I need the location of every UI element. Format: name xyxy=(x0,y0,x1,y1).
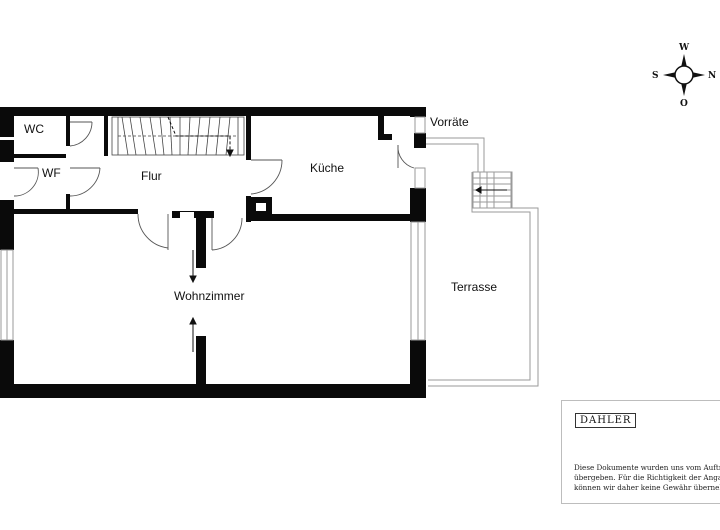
disclaimer-line-1: Diese Dokumente wurden uns vom Auftragge… xyxy=(574,463,720,472)
disclaimer-line-2: übergeben. Für die Richtigkeit der Angab… xyxy=(574,473,720,482)
living-room-arrows xyxy=(189,250,197,352)
shaft xyxy=(180,197,272,218)
room-label-terrasse: Terrasse xyxy=(451,280,497,294)
terrace-stair-arrow xyxy=(475,186,507,194)
interior-walls xyxy=(14,116,410,386)
room-label-wohnzimmer: Wohnzimmer xyxy=(174,289,244,303)
brand-logo: DAHLER xyxy=(575,413,637,428)
compass-west-label: W xyxy=(678,43,690,53)
staircase-arrow xyxy=(167,116,234,158)
disclaimer-line-3: können wir daher keine Gewähr übernehmen… xyxy=(574,483,720,492)
room-label-wf: WF xyxy=(42,166,61,180)
windows xyxy=(0,116,426,341)
room-label-wc: WC xyxy=(24,122,44,136)
compass-south-label: S xyxy=(652,71,659,81)
compass-east-label: O xyxy=(680,99,688,109)
disclaimer-box: DAHLER Diese Dokumente wurden uns vom Au… xyxy=(561,400,720,504)
room-label-kueche: Küche xyxy=(310,161,344,175)
terrace-outline xyxy=(426,137,539,387)
compass-north-label: N xyxy=(708,71,716,81)
room-label-vorraete: Vorräte xyxy=(430,115,469,129)
doors xyxy=(13,121,415,251)
compass-rose: W S N O xyxy=(652,43,716,109)
outer-walls xyxy=(0,107,426,398)
room-label-flur: Flur xyxy=(141,169,162,183)
disclaimer-text: Diese Dokumente wurden uns vom Auftragge… xyxy=(574,463,720,493)
